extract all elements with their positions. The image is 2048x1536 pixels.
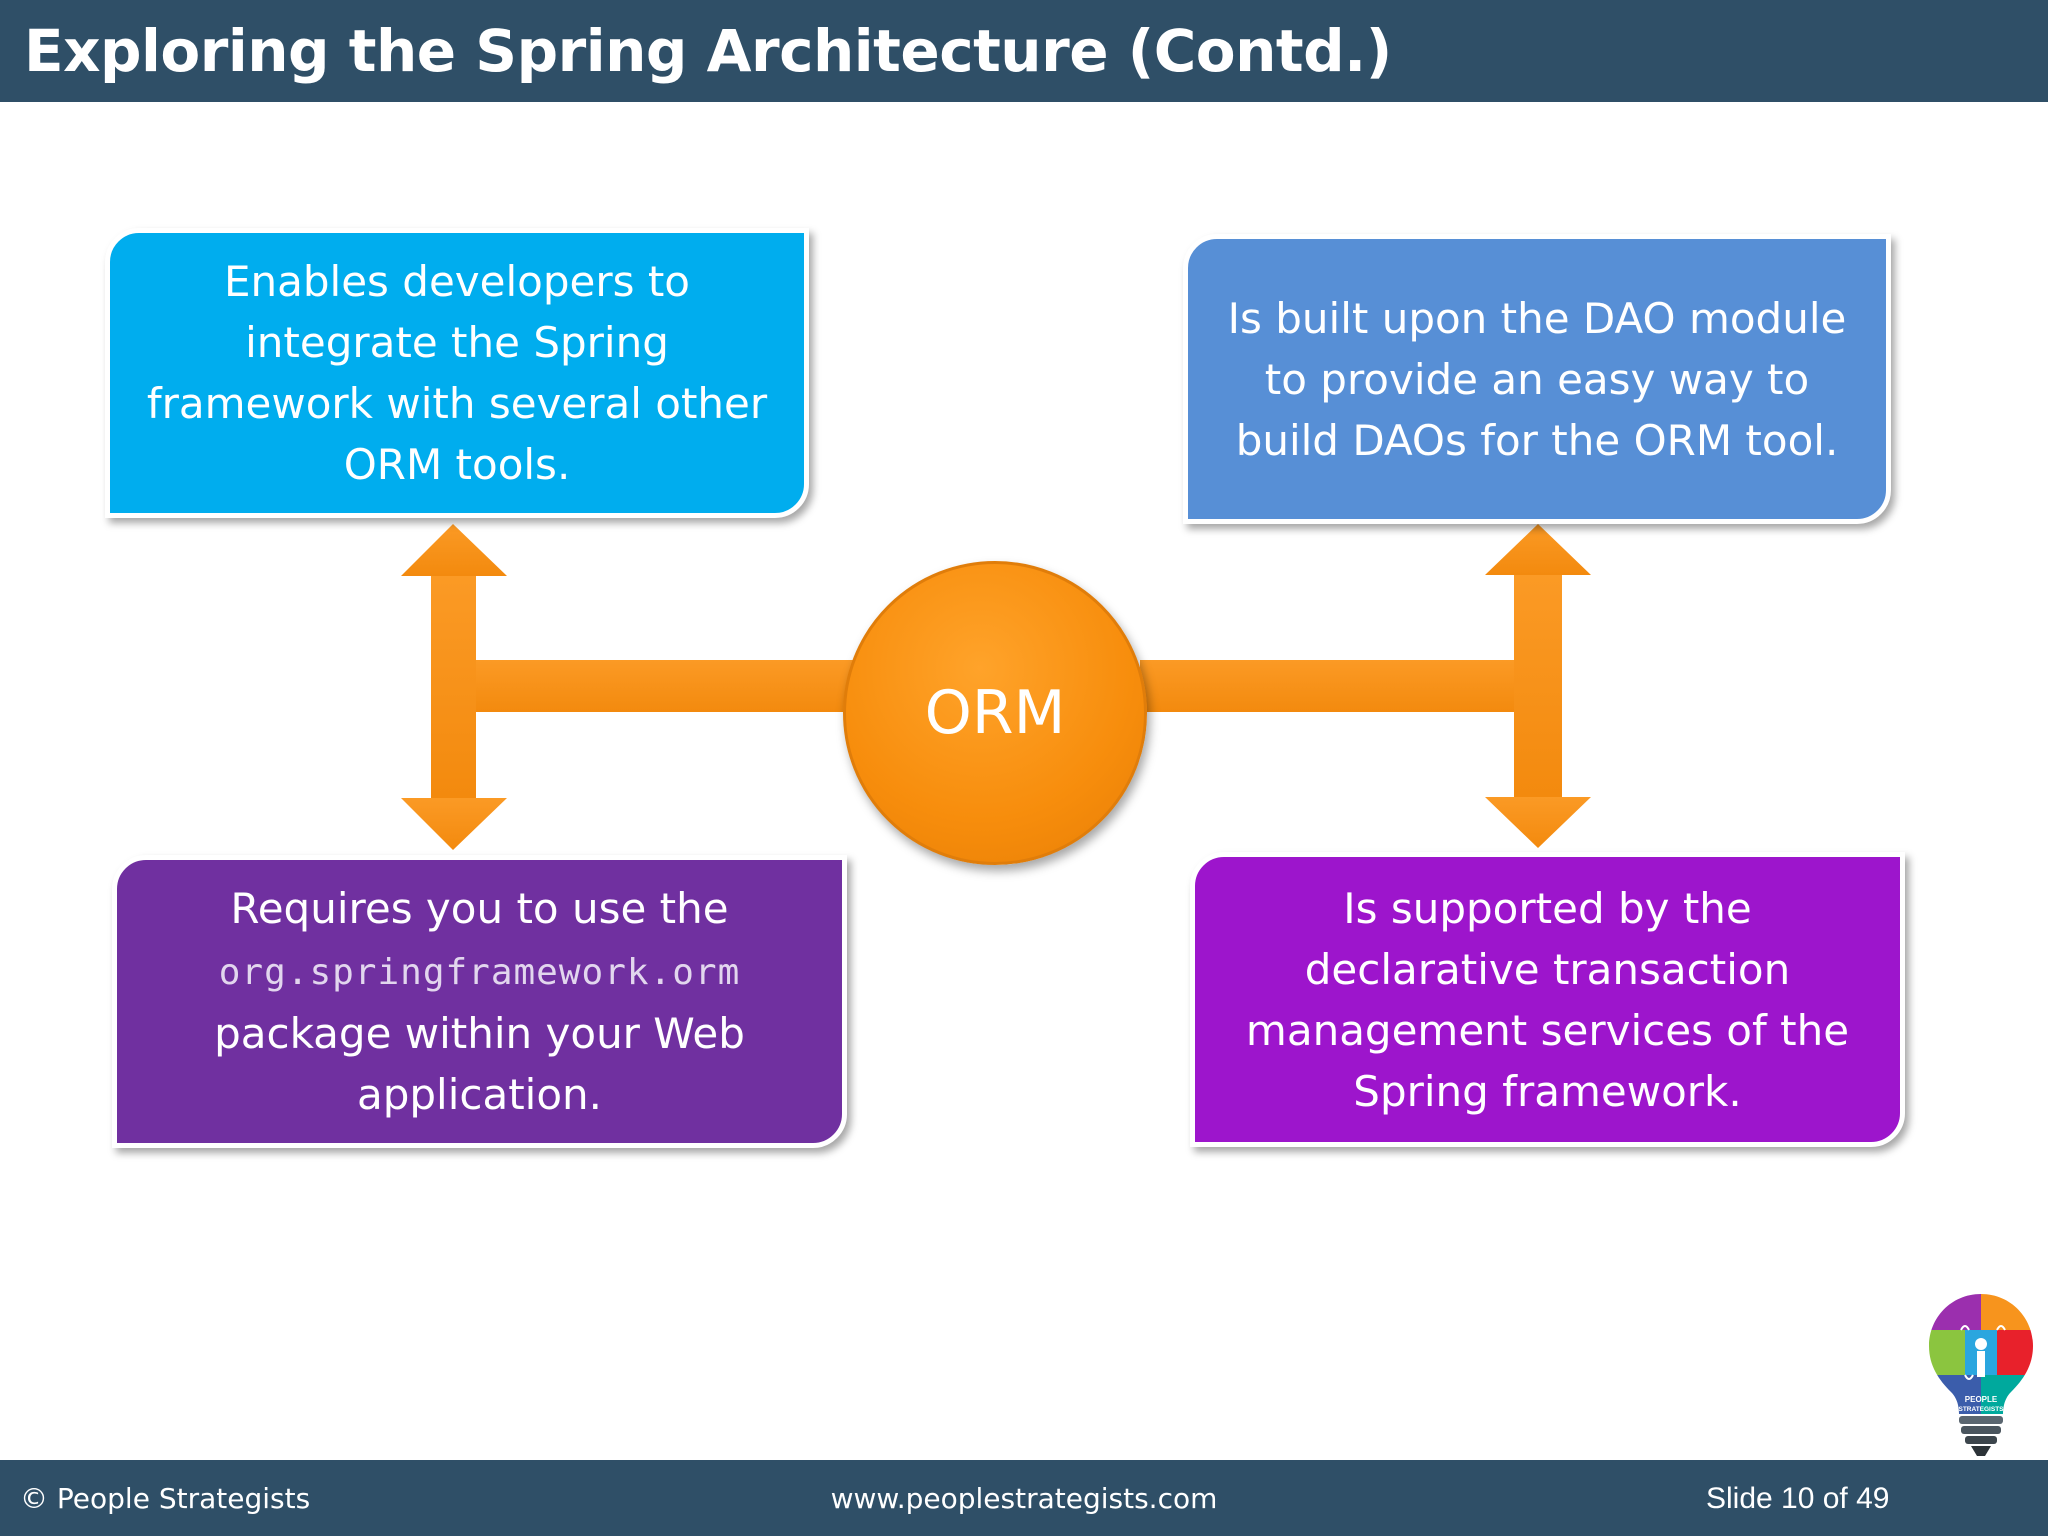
box-bottom-left-text: Requires you to use the org.springframew…	[147, 878, 812, 1125]
right-double-arrow	[1140, 524, 1591, 848]
box-top-left-text: Enables developers to integrate the Spri…	[146, 257, 768, 489]
box-top-right: Is built upon the DAO module to provide …	[1183, 234, 1891, 524]
title-bar: Exploring the Spring Architecture (Contd…	[0, 0, 2048, 102]
lightbulb-puzzle-icon: PEOPLE STRATEGISTS	[1929, 1294, 2033, 1456]
footer-url: www.peoplestrategists.com	[830, 1482, 1218, 1515]
box-bottom-left-prefix: Requires you to use the	[230, 884, 729, 933]
box-bottom-right: Is supported by the declarative transact…	[1190, 852, 1905, 1147]
orm-circle: ORM	[843, 561, 1147, 865]
slide-title: Exploring the Spring Architecture (Contd…	[24, 17, 1392, 85]
footer-copyright: © People Strategists	[20, 1482, 311, 1515]
box-top-left: Enables developers to integrate the Spri…	[105, 228, 809, 518]
box-bottom-left-suffix: package within your Web application.	[214, 1009, 745, 1119]
package-name: org.springframework.orm	[218, 952, 741, 993]
orm-label: ORM	[924, 678, 1066, 748]
left-double-arrow	[401, 524, 856, 850]
box-bottom-left: Requires you to use the org.springframew…	[112, 855, 847, 1148]
logo-text-line2: STRATEGISTS	[1958, 1406, 2004, 1413]
box-top-right-text: Is built upon the DAO module to provide …	[1227, 293, 1847, 465]
slide-number: Slide 10 of 49	[1706, 1482, 1890, 1515]
box-bottom-right-text: Is supported by the declarative transact…	[1245, 883, 1850, 1116]
footer-bar: © People Strategists www.peoplestrategis…	[0, 1460, 2048, 1536]
logo-text-line1: PEOPLE	[1965, 1395, 1998, 1404]
